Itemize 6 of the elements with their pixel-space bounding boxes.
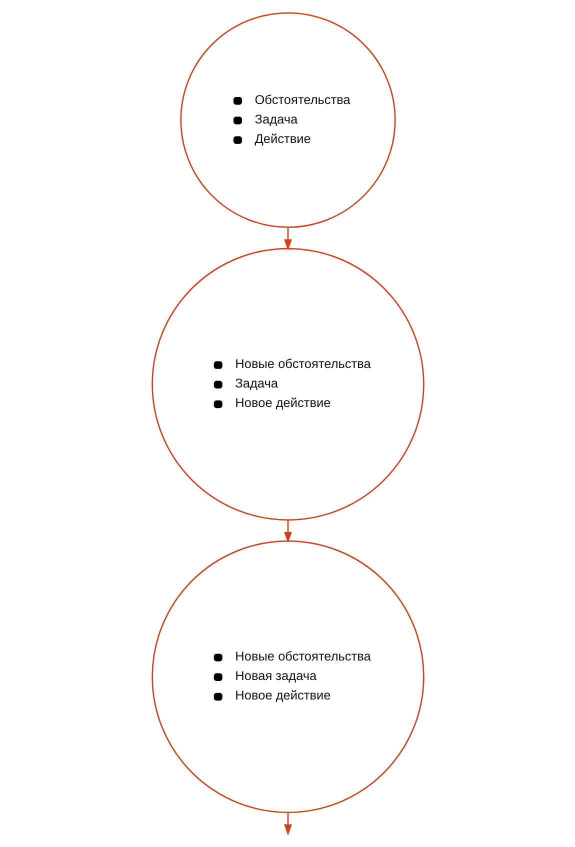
node-circle: Новые обстоятельства Задача Новое действие [151, 248, 424, 521]
node-circle: Новые обстоятельства Новая задача Новое действие [151, 540, 424, 814]
arrow [284, 228, 292, 251]
arrow [284, 520, 292, 544]
arrow [284, 812, 292, 836]
node-circle: Обстоятельства Задача Действие [180, 12, 396, 228]
